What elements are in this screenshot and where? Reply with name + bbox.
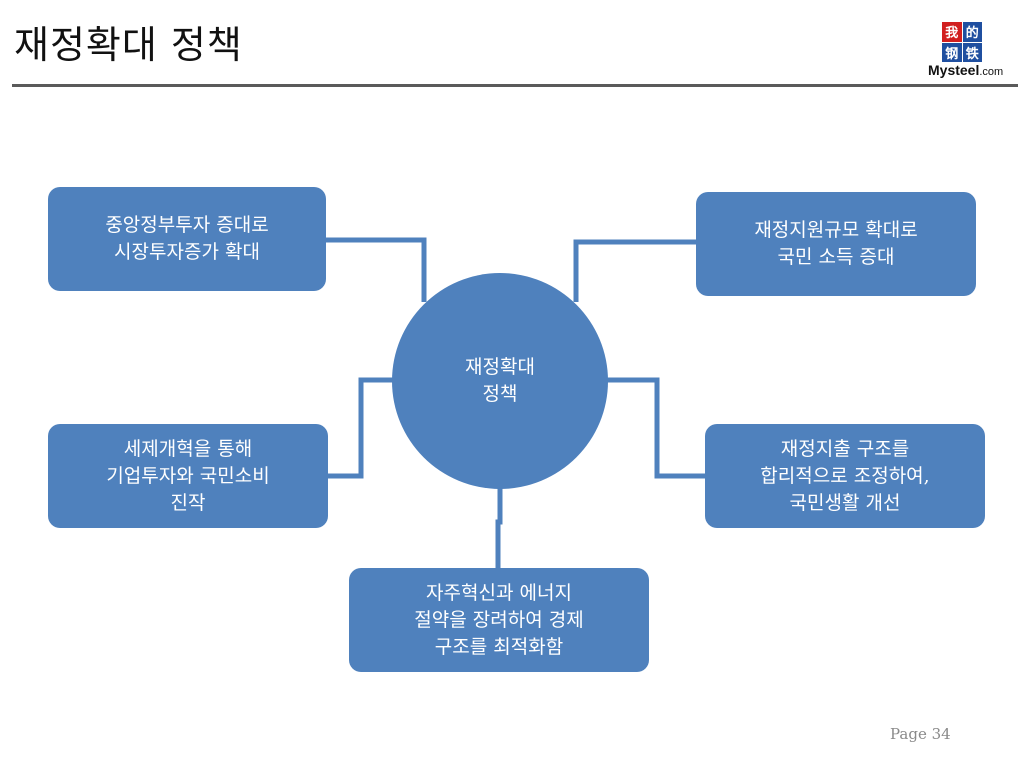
- node-line: 세제개혁을 통해: [123, 437, 253, 460]
- node-line: 구조를 최적화함: [434, 635, 564, 658]
- node-line: 시장투자증가 확대: [114, 241, 260, 263]
- connector-top-right: [573, 239, 696, 302]
- node-line: 절약을 장려하여 경제: [414, 608, 584, 631]
- logo-word: Mysteel: [928, 62, 980, 78]
- node-line: 국민생활 개선: [789, 491, 901, 514]
- node-line: 중앙정부투자 증대로: [105, 214, 269, 236]
- logo-char-1: 我: [942, 22, 962, 42]
- logo-mark: 我 的 钢 铁: [942, 22, 982, 62]
- node-line: 재정지출 구조를: [780, 437, 910, 460]
- logo-char-3: 钢: [942, 42, 962, 62]
- node-bottom: 자주혁신과 에너지 절약을 장려하여 경제 구조를 최적화함: [349, 568, 649, 672]
- hub-circle: 재정확대 정책: [392, 273, 608, 489]
- page-number: Page 34: [890, 725, 951, 743]
- logo-char-2: 的: [962, 22, 982, 42]
- node-line: 자주혁신과 에너지: [426, 581, 572, 604]
- node-line: 진작: [170, 491, 206, 514]
- connector-bottom: [495, 488, 503, 568]
- node-top-right: 재정지원규모 확대로 국민 소득 증대: [696, 192, 976, 296]
- connector-mid-right: [607, 377, 706, 479]
- logo-char-4: 铁: [962, 42, 982, 62]
- hub-line-1: 재정확대: [465, 356, 535, 378]
- connector-mid-left: [328, 377, 393, 479]
- hub-line-2: 정책: [482, 383, 518, 405]
- connector-top-left: [326, 237, 427, 302]
- node-line: 기업투자와 국민소비: [106, 464, 270, 487]
- mysteel-logo: 我 的 钢 铁 Mysteel.com: [928, 22, 1020, 80]
- node-top-left: 중앙정부투자 증대로 시장투자증가 확대: [48, 187, 326, 291]
- node-line: 국민 소득 증대: [777, 246, 895, 268]
- node-line: 합리적으로 조정하여,: [760, 464, 930, 487]
- node-mid-left: 세제개혁을 통해 기업투자와 국민소비 진작: [48, 424, 328, 528]
- slide-title: 재정확대 정책: [14, 23, 243, 67]
- logo-wordmark: Mysteel.com: [928, 62, 1003, 78]
- node-mid-right: 재정지출 구조를 합리적으로 조정하여, 국민생활 개선: [705, 424, 985, 528]
- title-divider: [12, 84, 1018, 87]
- node-line: 재정지원규모 확대로: [754, 219, 918, 241]
- logo-suffix: .com: [979, 66, 1004, 78]
